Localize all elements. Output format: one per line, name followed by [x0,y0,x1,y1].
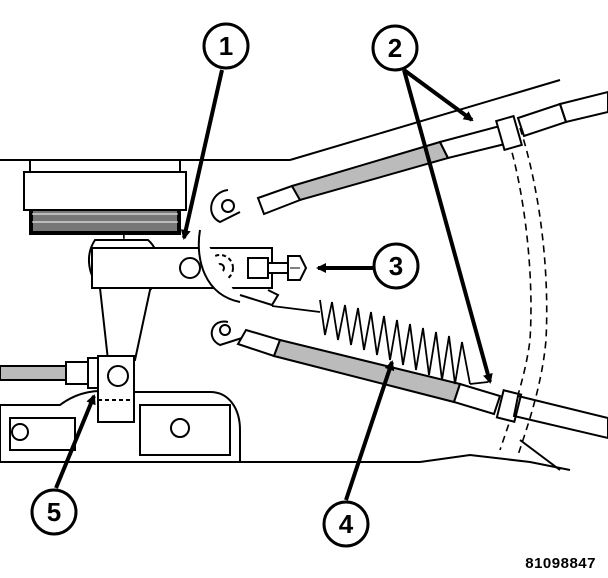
upper-bracket [23,159,187,235]
lower-mounting-plate [0,390,241,463]
svg-text:5: 5 [47,497,61,527]
leader-lines [54,68,493,501]
callout-3: 3 [372,242,420,290]
leader-1 [180,69,224,240]
upper-cable [256,90,608,216]
left-cable [0,355,135,423]
lower-cable [236,328,608,440]
svg-text:1: 1 [219,31,233,61]
callout-5: 5 [30,488,78,536]
leader-4 [344,360,395,501]
figure-id: 81098847 [525,555,596,572]
svg-text:3: 3 [389,251,403,281]
clevis-hooks [197,189,280,347]
svg-text:4: 4 [339,509,354,539]
equalizer-bar [91,247,273,289]
adjuster-nut [247,255,308,281]
callout-1: 1 [202,22,250,70]
leader-2b [402,69,493,384]
callout-2: 2 [371,24,419,72]
callout-4: 4 [322,500,370,548]
leader-5 [54,394,96,489]
leader-2a [402,68,474,122]
svg-text:2: 2 [388,33,402,63]
